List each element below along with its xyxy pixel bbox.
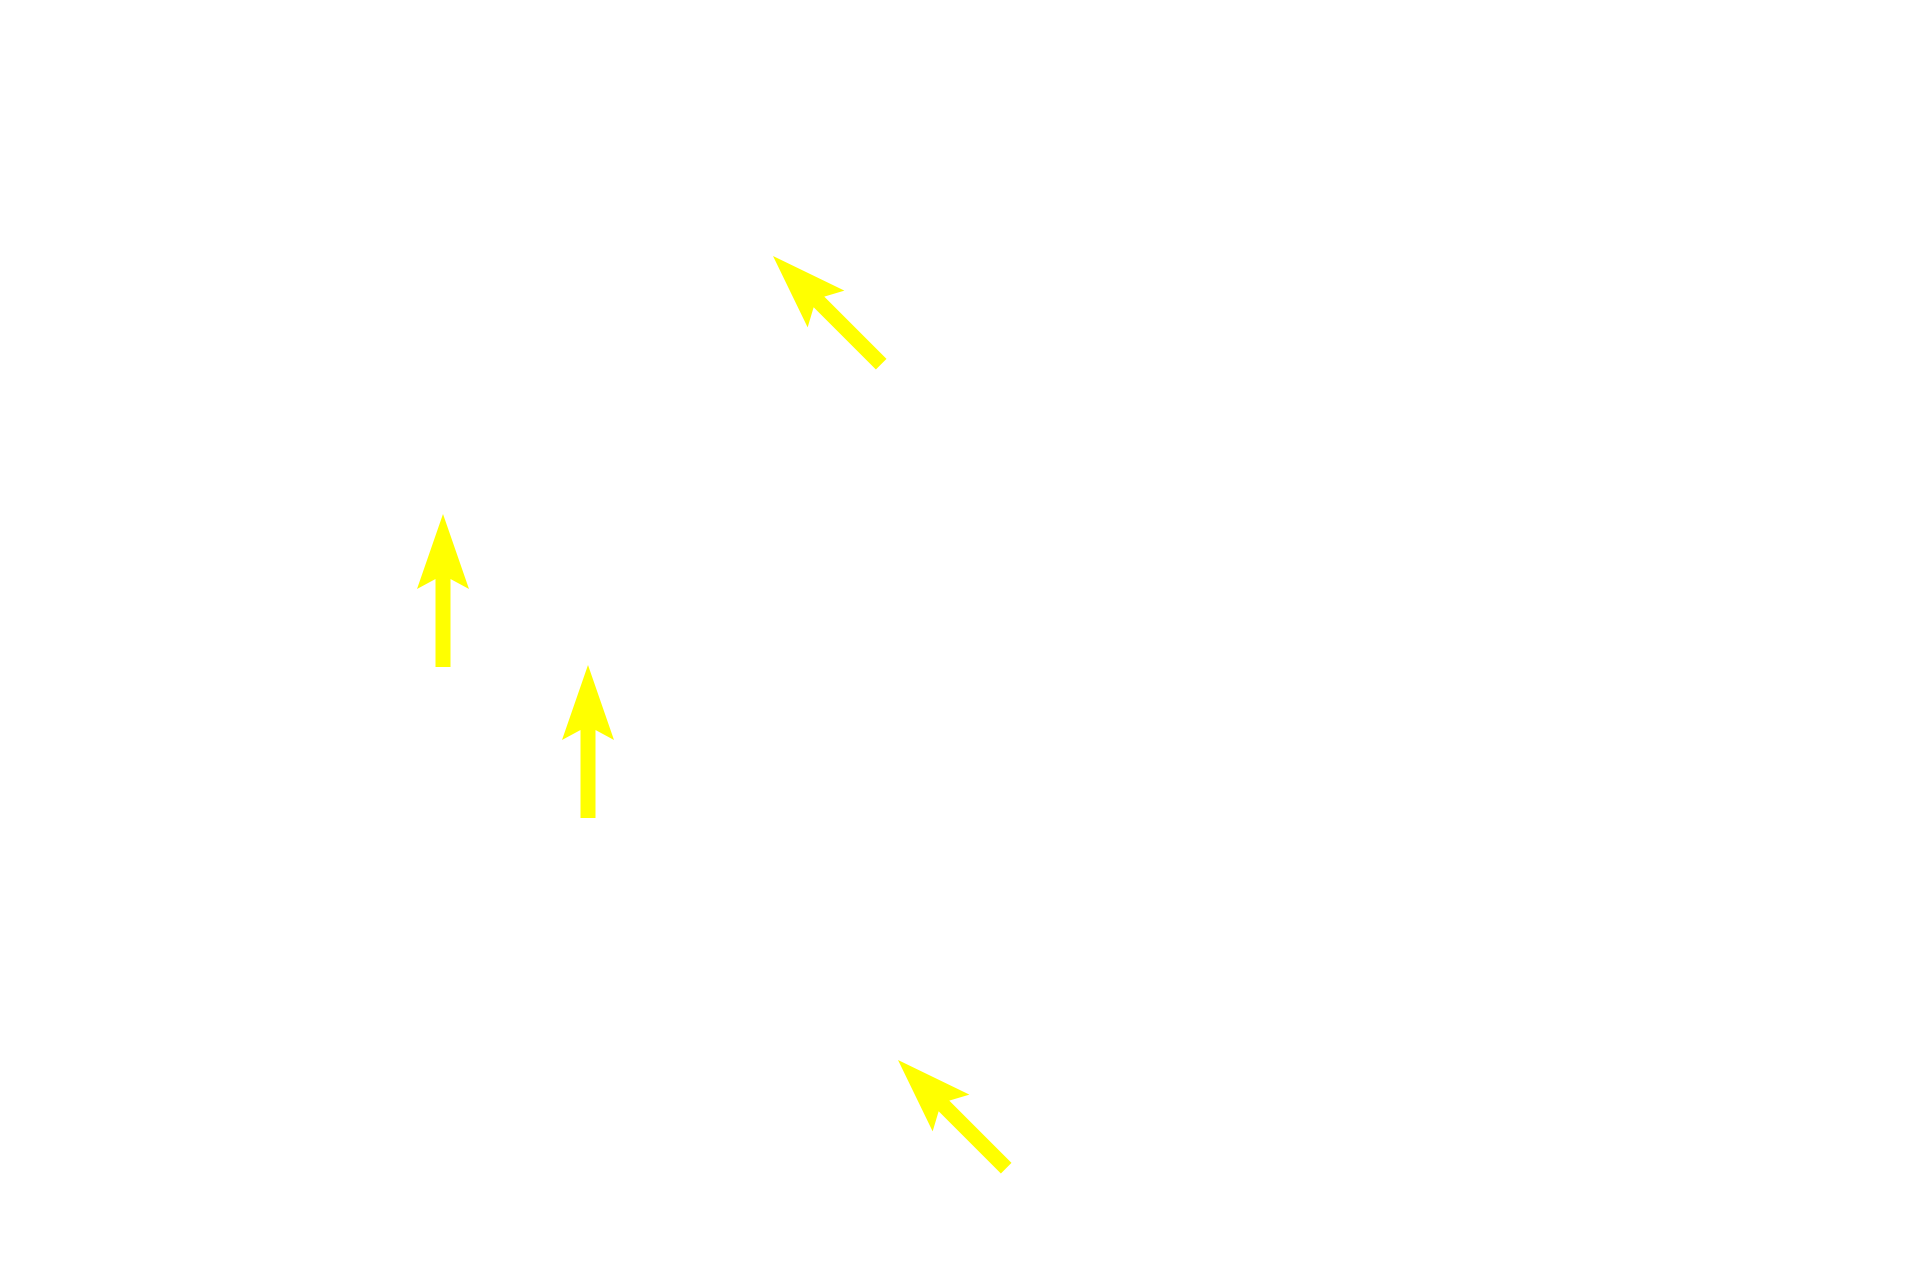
arrow-up-center xyxy=(562,665,614,818)
arrow-up-left-bottom xyxy=(879,1041,1025,1187)
arrow-up-left-middle xyxy=(417,514,469,667)
arrow-up-left-top xyxy=(754,237,900,383)
